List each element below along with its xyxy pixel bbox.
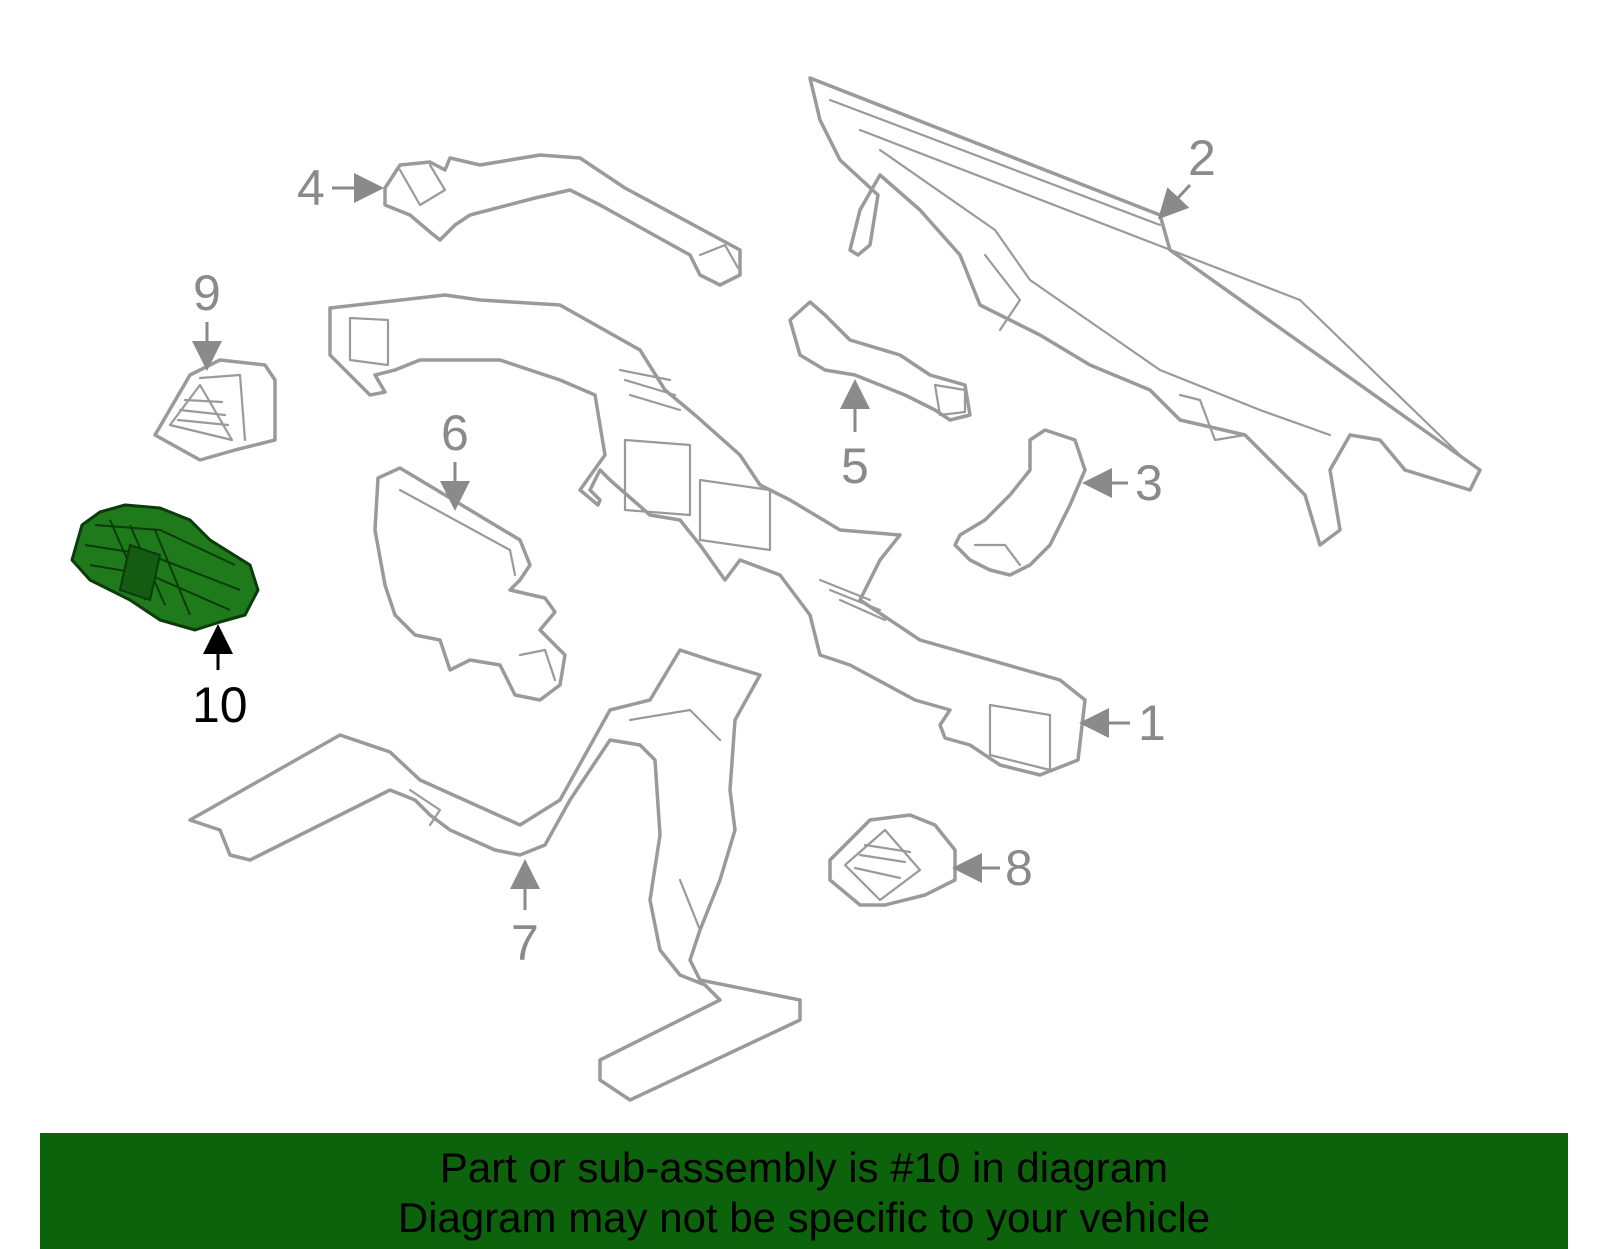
part-7-floor-duct[interactable] [188,648,802,1102]
callout-4: 4 [297,160,384,216]
svg-text:5: 5 [841,438,869,494]
callout-2: 2 [1157,130,1216,220]
callout-8: 8 [952,840,1033,896]
part-6-center-duct[interactable] [373,466,567,702]
svg-text:7: 7 [511,915,539,971]
callout-3: 3 [1082,455,1163,511]
part-3-side-duct[interactable] [953,428,1087,577]
part-1-main-duct[interactable] [328,293,1087,777]
callout-9: 9 [192,265,222,371]
info-banner: Part or sub-assembly is #10 in diagram D… [40,1133,1568,1249]
svg-text:4: 4 [297,160,325,216]
svg-text:6: 6 [441,405,469,461]
banner-line-1: Part or sub-assembly is #10 in diagram [439,1144,1169,1191]
part-2-defroster-duct[interactable] [808,76,1482,547]
callout-7: 7 [510,859,540,971]
part-9-vent[interactable] [153,358,277,462]
callout-5: 5 [840,379,870,494]
svg-text:2: 2 [1188,130,1216,186]
part-10-vent-highlighted[interactable] [70,503,260,632]
parts-diagram: 1 2 3 4 5 6 7 8 9 10 [70,76,1482,1102]
banner-line-2: Diagram may not be specific to your vehi… [397,1194,1211,1241]
part-4-upper-duct[interactable] [383,153,742,287]
svg-text:3: 3 [1135,455,1163,511]
callout-6: 6 [440,405,470,511]
svg-text:10: 10 [192,677,248,733]
part-5-small-duct[interactable] [788,300,972,422]
callout-10: 10 [192,624,248,733]
svg-text:1: 1 [1138,695,1166,751]
svg-text:9: 9 [193,265,221,321]
svg-text:8: 8 [1005,840,1033,896]
callout-1: 1 [1079,695,1166,751]
part-8-vent[interactable] [828,813,957,907]
